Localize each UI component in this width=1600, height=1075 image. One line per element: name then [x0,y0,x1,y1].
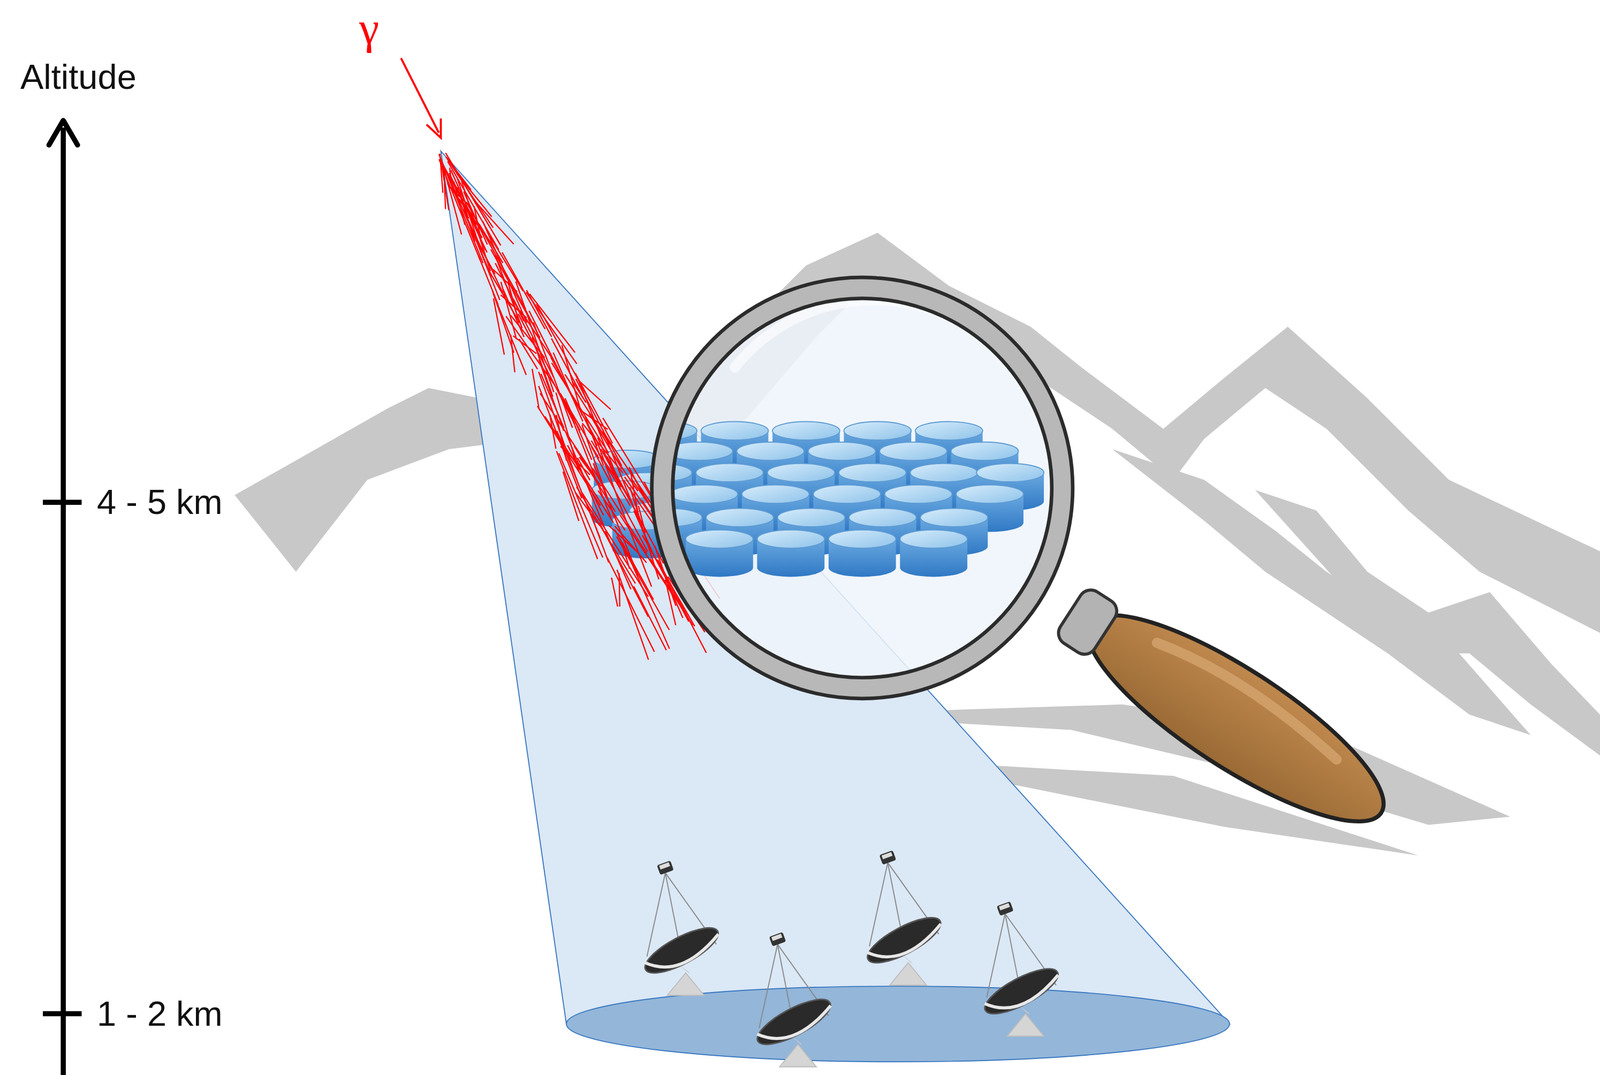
shower-particle-track [549,414,556,449]
shower-particle-track [579,381,611,410]
shower-particle-track [445,153,501,246]
water-tank [756,529,825,578]
shower-particle-track [540,393,594,475]
shower-particle-track [490,249,533,324]
shower-particle-track [438,158,481,261]
shower-particle-track [518,313,575,424]
gamma-arrow [400,58,441,139]
shower-particle-track [598,453,630,499]
shower-particle-track [493,293,527,375]
shower-particle-track [591,440,631,506]
water-tank [828,529,897,578]
shower-particle-track [582,411,608,430]
shower-particle-track [556,392,580,472]
shower-particle-track [516,281,555,393]
magnifying-glass [593,287,1408,854]
shower-particle-track [538,372,579,487]
shower-particle-track [438,154,483,264]
shower-particle-track [591,446,648,552]
shower-particle-track [607,557,655,652]
shower-particle-track [513,298,554,377]
telescope-array [639,850,1064,1067]
cherenkov-light-cone [441,150,1231,1062]
shower-particle-track [575,492,600,526]
shower-particle-track [567,445,604,516]
shower-particle-track [551,338,584,399]
shower-particle-track [447,161,499,250]
shower-particle-track [619,573,620,607]
shower-particle-track [581,492,649,597]
shower-particle-track [457,177,484,260]
water-tank [685,529,754,578]
shower-particle-track [599,522,649,617]
shower-particle-track [489,236,524,292]
shower-particle-track [448,176,492,277]
shower-particle-track [611,577,618,607]
shower-particle-track [602,418,655,503]
shower-particle-track [463,191,488,245]
water-tank [899,529,968,578]
gamma-symbol: γ [359,5,379,51]
shower-particle-track [502,252,545,329]
shower-particle-track [609,525,637,551]
shower-particle-track [556,414,567,461]
altitude-tick-label: 1 - 2 km [96,996,223,1031]
shower-particle-track [633,586,667,650]
altitude-axis [42,120,82,1075]
shower-particle-track [532,368,540,410]
shower-particle-track [488,269,518,321]
shower-particle-track [441,161,449,210]
shower-particle-track [526,292,578,365]
shower-particle-track [618,499,652,587]
shower-particle-track [617,569,649,660]
axis-title: Altitude [20,59,137,95]
altitude-tick-label: 4 - 5 km [96,484,223,520]
shower-particle-track [536,304,589,399]
shower-particle-track [564,374,610,444]
